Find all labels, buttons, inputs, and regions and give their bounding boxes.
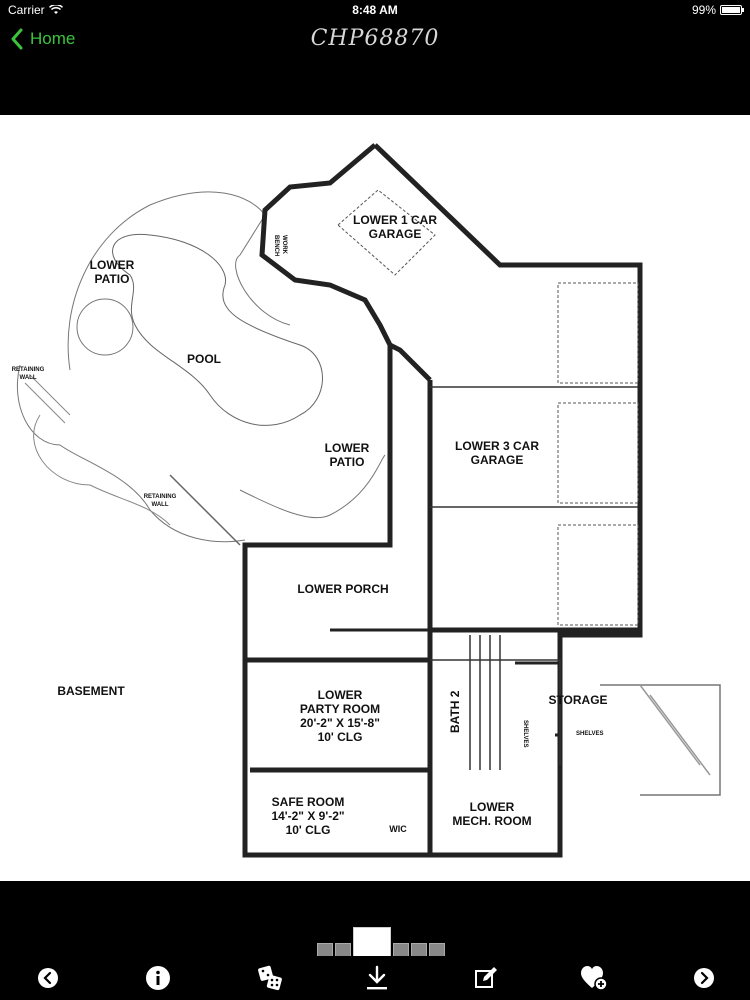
next-button[interactable] [690, 964, 718, 992]
battery-icon [720, 5, 744, 15]
status-right: 99% [691, 3, 744, 17]
label-shelves-left: SHELVES [522, 720, 528, 748]
room-label-work-bench-line2: BENCH [273, 235, 279, 256]
page-title: CHP68870 [310, 26, 440, 51]
wifi-icon [48, 5, 63, 14]
room-label-wic: WIC [389, 824, 407, 834]
home-back-button[interactable]: Home [10, 28, 75, 50]
room-label-safe-room-line1: SAFE ROOM [272, 795, 345, 809]
thumbnail-active[interactable] [353, 927, 391, 957]
back-label: Home [30, 29, 76, 48]
room-label-pool: POOL [187, 352, 221, 366]
label-retaining-wall-right-line1: RETAINING [144, 494, 177, 500]
room-label-work-bench-line1: WORK [281, 235, 287, 255]
chevron-left-icon [38, 968, 58, 988]
thumbnail[interactable] [335, 943, 351, 957]
dice-icon [258, 965, 282, 991]
bottom-toolbar [0, 956, 750, 1000]
floor-plan-image[interactable]: LOWER 1 CAR GARAGE WORK BENCH LOWER PATI… [0, 115, 750, 881]
room-label-party-room-line2: PARTY ROOM [300, 702, 380, 716]
room-label-basement: BASEMENT [57, 684, 125, 698]
info-button[interactable] [144, 964, 172, 992]
room-label-lower-3-car-garage-line1: LOWER 3 CAR [455, 439, 539, 453]
thumbnail[interactable] [393, 943, 409, 957]
download-button[interactable] [363, 964, 391, 992]
room-label-mech-room-line2: MECH. ROOM [452, 814, 531, 828]
room-label-lower-patio-left-line1: LOWER [90, 258, 135, 272]
room-label-lower-patio-left-line2: PATIO [95, 272, 130, 286]
thumbnail[interactable] [429, 943, 445, 957]
add-favorite-button[interactable] [580, 964, 608, 992]
room-label-lower-1-car-garage-line2: GARAGE [369, 227, 422, 241]
label-retaining-wall-right-line2: WALL [152, 502, 169, 508]
room-label-party-room-line3: 20'-2" X 15'-8" [300, 716, 380, 730]
thumbnail[interactable] [411, 943, 427, 957]
room-label-party-room-line1: LOWER [318, 688, 363, 702]
chevron-right-icon [694, 968, 714, 988]
status-left: Carrier [8, 3, 63, 17]
room-label-safe-room-line3: 10' CLG [286, 823, 331, 837]
room-label-lower-patio-right-line1: LOWER [325, 441, 370, 455]
thumbnail[interactable] [317, 943, 333, 957]
edit-button[interactable] [472, 964, 500, 992]
room-label-lower-3-car-garage-line2: GARAGE [471, 453, 524, 467]
previous-button[interactable] [34, 964, 62, 992]
carrier-label: Carrier [8, 3, 45, 17]
battery-percent: 99% [691, 3, 716, 17]
info-icon [146, 966, 170, 990]
label-shelves-bottom: SHELVES [576, 731, 604, 737]
battery-level [722, 7, 740, 13]
download-icon [367, 965, 387, 990]
status-time: 8:48 AM [352, 3, 398, 17]
chevron-left-icon [11, 28, 23, 50]
room-label-party-room-line4: 10' CLG [318, 730, 363, 744]
favorite-add-icon [581, 966, 608, 991]
edit-icon [475, 967, 497, 988]
room-label-lower-patio-right-line2: PATIO [330, 455, 365, 469]
room-label-bath-2: BATH 2 [448, 690, 462, 733]
label-retaining-wall-left-line1: RETAINING [12, 367, 45, 373]
label-retaining-wall-left-line2: WALL [20, 375, 37, 381]
thumbnail-strip [317, 927, 445, 957]
room-label-lower-1-car-garage-line1: LOWER 1 CAR [353, 213, 437, 227]
room-label-safe-room-line2: 14'-2" X 9'-2" [271, 809, 344, 823]
floor-plan-drawing: LOWER 1 CAR GARAGE WORK BENCH LOWER PATI… [12, 143, 721, 858]
navigation-bar: Home CHP68870 [0, 20, 750, 64]
status-bar: Carrier 8:48 AM 99% [0, 0, 750, 20]
room-label-storage: STORAGE [548, 693, 607, 707]
room-label-mech-room-line1: LOWER [470, 800, 515, 814]
random-button[interactable] [256, 964, 284, 992]
room-label-lower-porch: LOWER PORCH [297, 582, 388, 596]
